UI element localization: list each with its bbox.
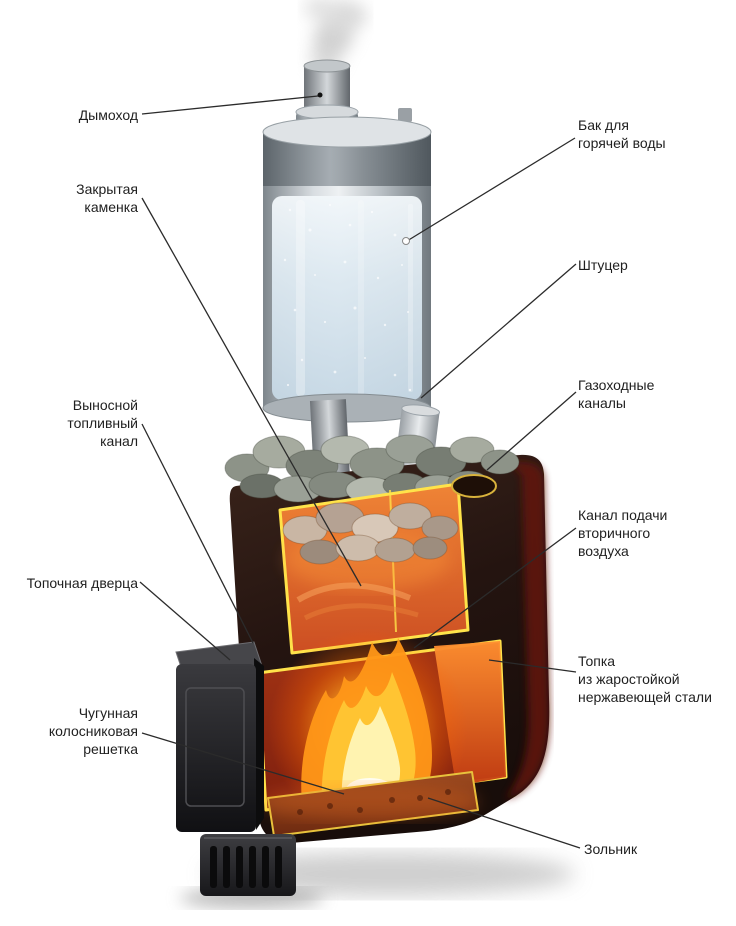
leader-line-cast-iron-grate <box>141 732 345 795</box>
chimney-pipe <box>295 59 412 130</box>
leader-lines <box>139 92 581 849</box>
fuel-channel-box <box>175 641 264 832</box>
water-tank <box>262 116 432 423</box>
label-secondary-air-channel: Канал подачи вторичного воздуха <box>578 507 668 560</box>
leader-line-chimney <box>141 95 319 115</box>
label-flue-channels: Газоходные каналы <box>578 377 655 412</box>
kamenka-chamber-cutaway <box>278 482 470 655</box>
leader-line-firebox-steel <box>488 659 577 673</box>
leader-line-firebox-door <box>139 581 231 661</box>
label-hot-water-tank: Бак для горячей воды <box>578 117 666 152</box>
leader-dot-hot-water-tank <box>402 237 410 245</box>
label-chimney: Дымоход <box>78 107 138 123</box>
leader-line-hot-water-tank <box>406 137 576 242</box>
label-firebox-door: Топочная дверца <box>26 575 138 591</box>
flue-opening <box>451 474 497 498</box>
label-cast-iron-grate: Чугунная колосниковая решетка <box>48 705 138 758</box>
leader-line-flue-channels <box>486 391 577 471</box>
leader-line-fitting <box>420 263 577 399</box>
leader-line-closed-kamenka <box>141 197 362 587</box>
ash-drawer <box>200 834 296 896</box>
label-ash-pan: Зольник <box>584 841 638 857</box>
leader-dot-chimney <box>317 92 323 98</box>
tank-water <box>272 196 422 400</box>
label-external-fuel-channel: Выносной топливный канал <box>67 397 138 450</box>
kamenka-stones <box>282 502 459 565</box>
leader-line-external-fuel-channel <box>141 423 254 644</box>
label-fitting: Штуцер <box>578 257 628 273</box>
label-firebox-steel: Топка из жаростойкой нержавеющей стали <box>578 653 712 706</box>
label-closed-kamenka: Закрытая каменка <box>76 181 138 216</box>
ash-glow-strip <box>260 771 480 837</box>
leader-line-secondary-air <box>413 527 577 649</box>
leader-line-ash-pan <box>427 797 581 849</box>
fire-flames <box>301 638 432 802</box>
